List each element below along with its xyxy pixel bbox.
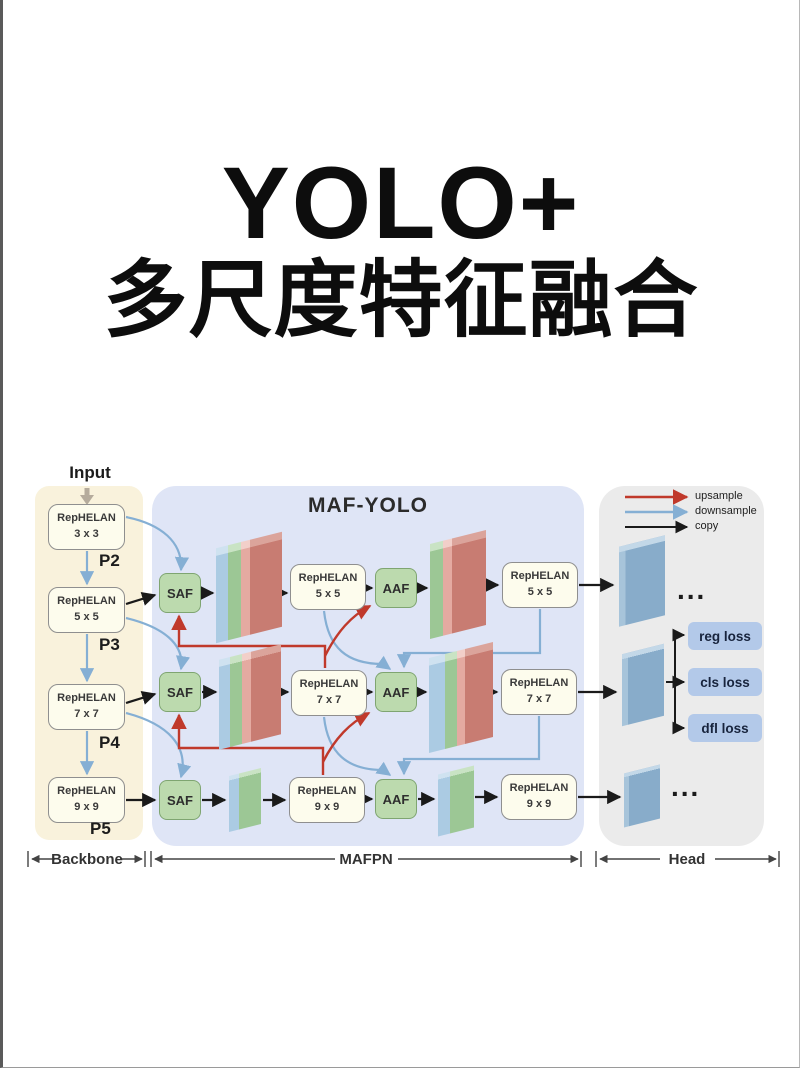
aaf-block-1: AAF bbox=[375, 568, 417, 608]
aaf-block-2: AAF bbox=[375, 672, 417, 712]
p2-label: P2 bbox=[99, 551, 120, 570]
feature-map-p4-b bbox=[429, 642, 493, 753]
page-title: YOLO+ bbox=[221, 146, 581, 260]
feature-map-p3-b bbox=[430, 530, 486, 639]
page-subtitle: 多尺度特征融合 bbox=[103, 253, 699, 347]
feature-map-p4-a bbox=[219, 644, 281, 750]
aaf-block-3: AAF bbox=[375, 779, 417, 819]
feature-map-p5-b bbox=[438, 765, 474, 837]
legend-copy-label: copy bbox=[695, 520, 719, 532]
mafpn-title: MAF-YOLO bbox=[308, 494, 428, 517]
saf-block-3: SAF bbox=[159, 780, 201, 820]
legend-upsample-label: upsample bbox=[695, 490, 743, 502]
head-slab-1 bbox=[619, 535, 665, 627]
cls-loss-box: cls loss bbox=[688, 668, 762, 696]
p4-label: P4 bbox=[99, 733, 120, 752]
section-label-backbone: Backbone bbox=[51, 851, 123, 868]
section-label-head: Head bbox=[668, 851, 706, 868]
ellipsis-bottom: ... bbox=[671, 771, 701, 802]
p5-label: P5 bbox=[90, 819, 111, 838]
feature-map-p3-a bbox=[216, 531, 282, 644]
head-slab-3 bbox=[624, 764, 660, 828]
legend-downsample-label: downsample bbox=[695, 505, 757, 517]
dfl-loss-box: dfl loss bbox=[688, 714, 762, 742]
saf-block-1: SAF bbox=[159, 573, 201, 613]
saf-block-2: SAF bbox=[159, 672, 201, 712]
input-label: Input bbox=[69, 463, 111, 482]
feature-map-p5-a bbox=[229, 768, 261, 832]
ellipsis-top: ... bbox=[677, 574, 707, 605]
section-label-mafpn: MAFPN bbox=[339, 851, 393, 868]
p3-label: P3 bbox=[99, 635, 120, 654]
head-slab-2 bbox=[622, 643, 664, 727]
reg-loss-box: reg loss bbox=[688, 622, 762, 650]
